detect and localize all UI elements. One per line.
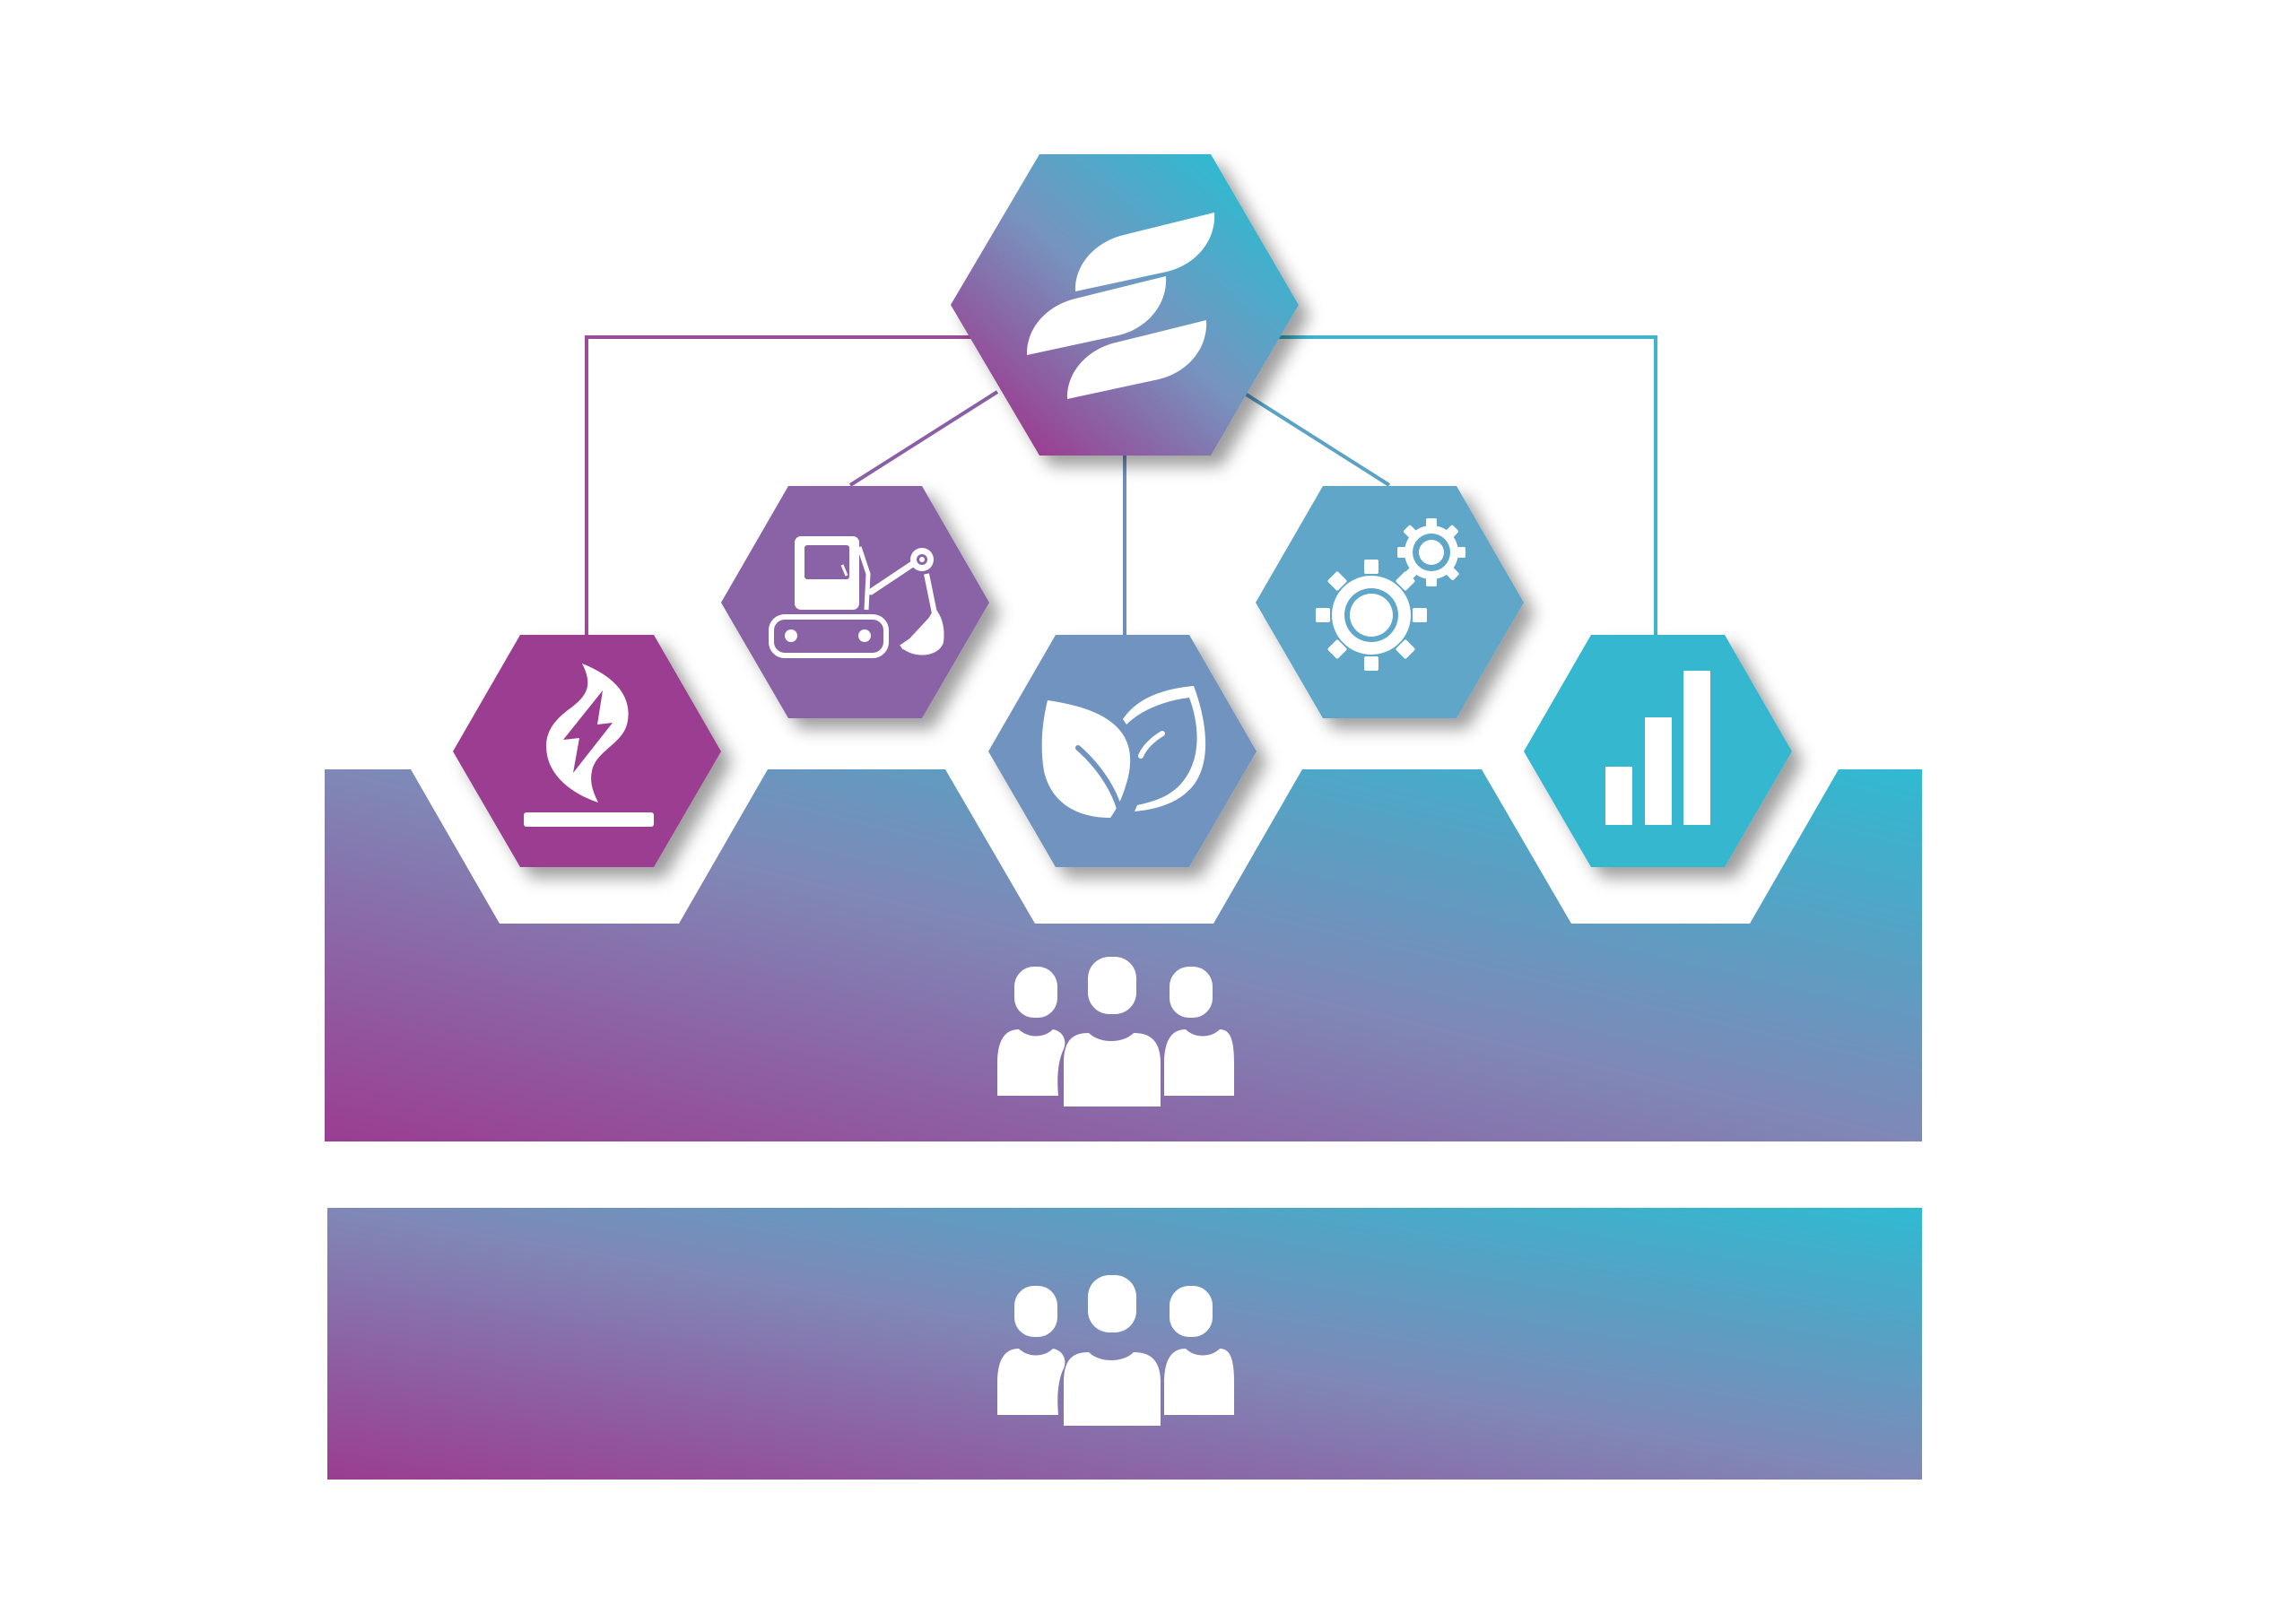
people-group-icon-upper [997, 957, 1234, 1107]
bar-chart-icon [1605, 671, 1710, 825]
connector-line-analytics [1268, 335, 1657, 635]
gears-icon [1316, 518, 1465, 671]
connector-line-machinery [848, 390, 999, 487]
connector-line-energy [585, 335, 972, 635]
connector-lines [585, 335, 1657, 635]
robot-arm-conveyor-icon [769, 536, 944, 658]
people-group-icon-lower [997, 1275, 1234, 1426]
connector-line-engineering [1240, 390, 1391, 487]
brand-logo-icon [1026, 213, 1215, 399]
leaves-icon [1041, 686, 1206, 819]
upper-layer-band [325, 769, 1922, 1141]
flame-lightning-icon [524, 664, 654, 827]
lower-layer-band [327, 1208, 1922, 1480]
